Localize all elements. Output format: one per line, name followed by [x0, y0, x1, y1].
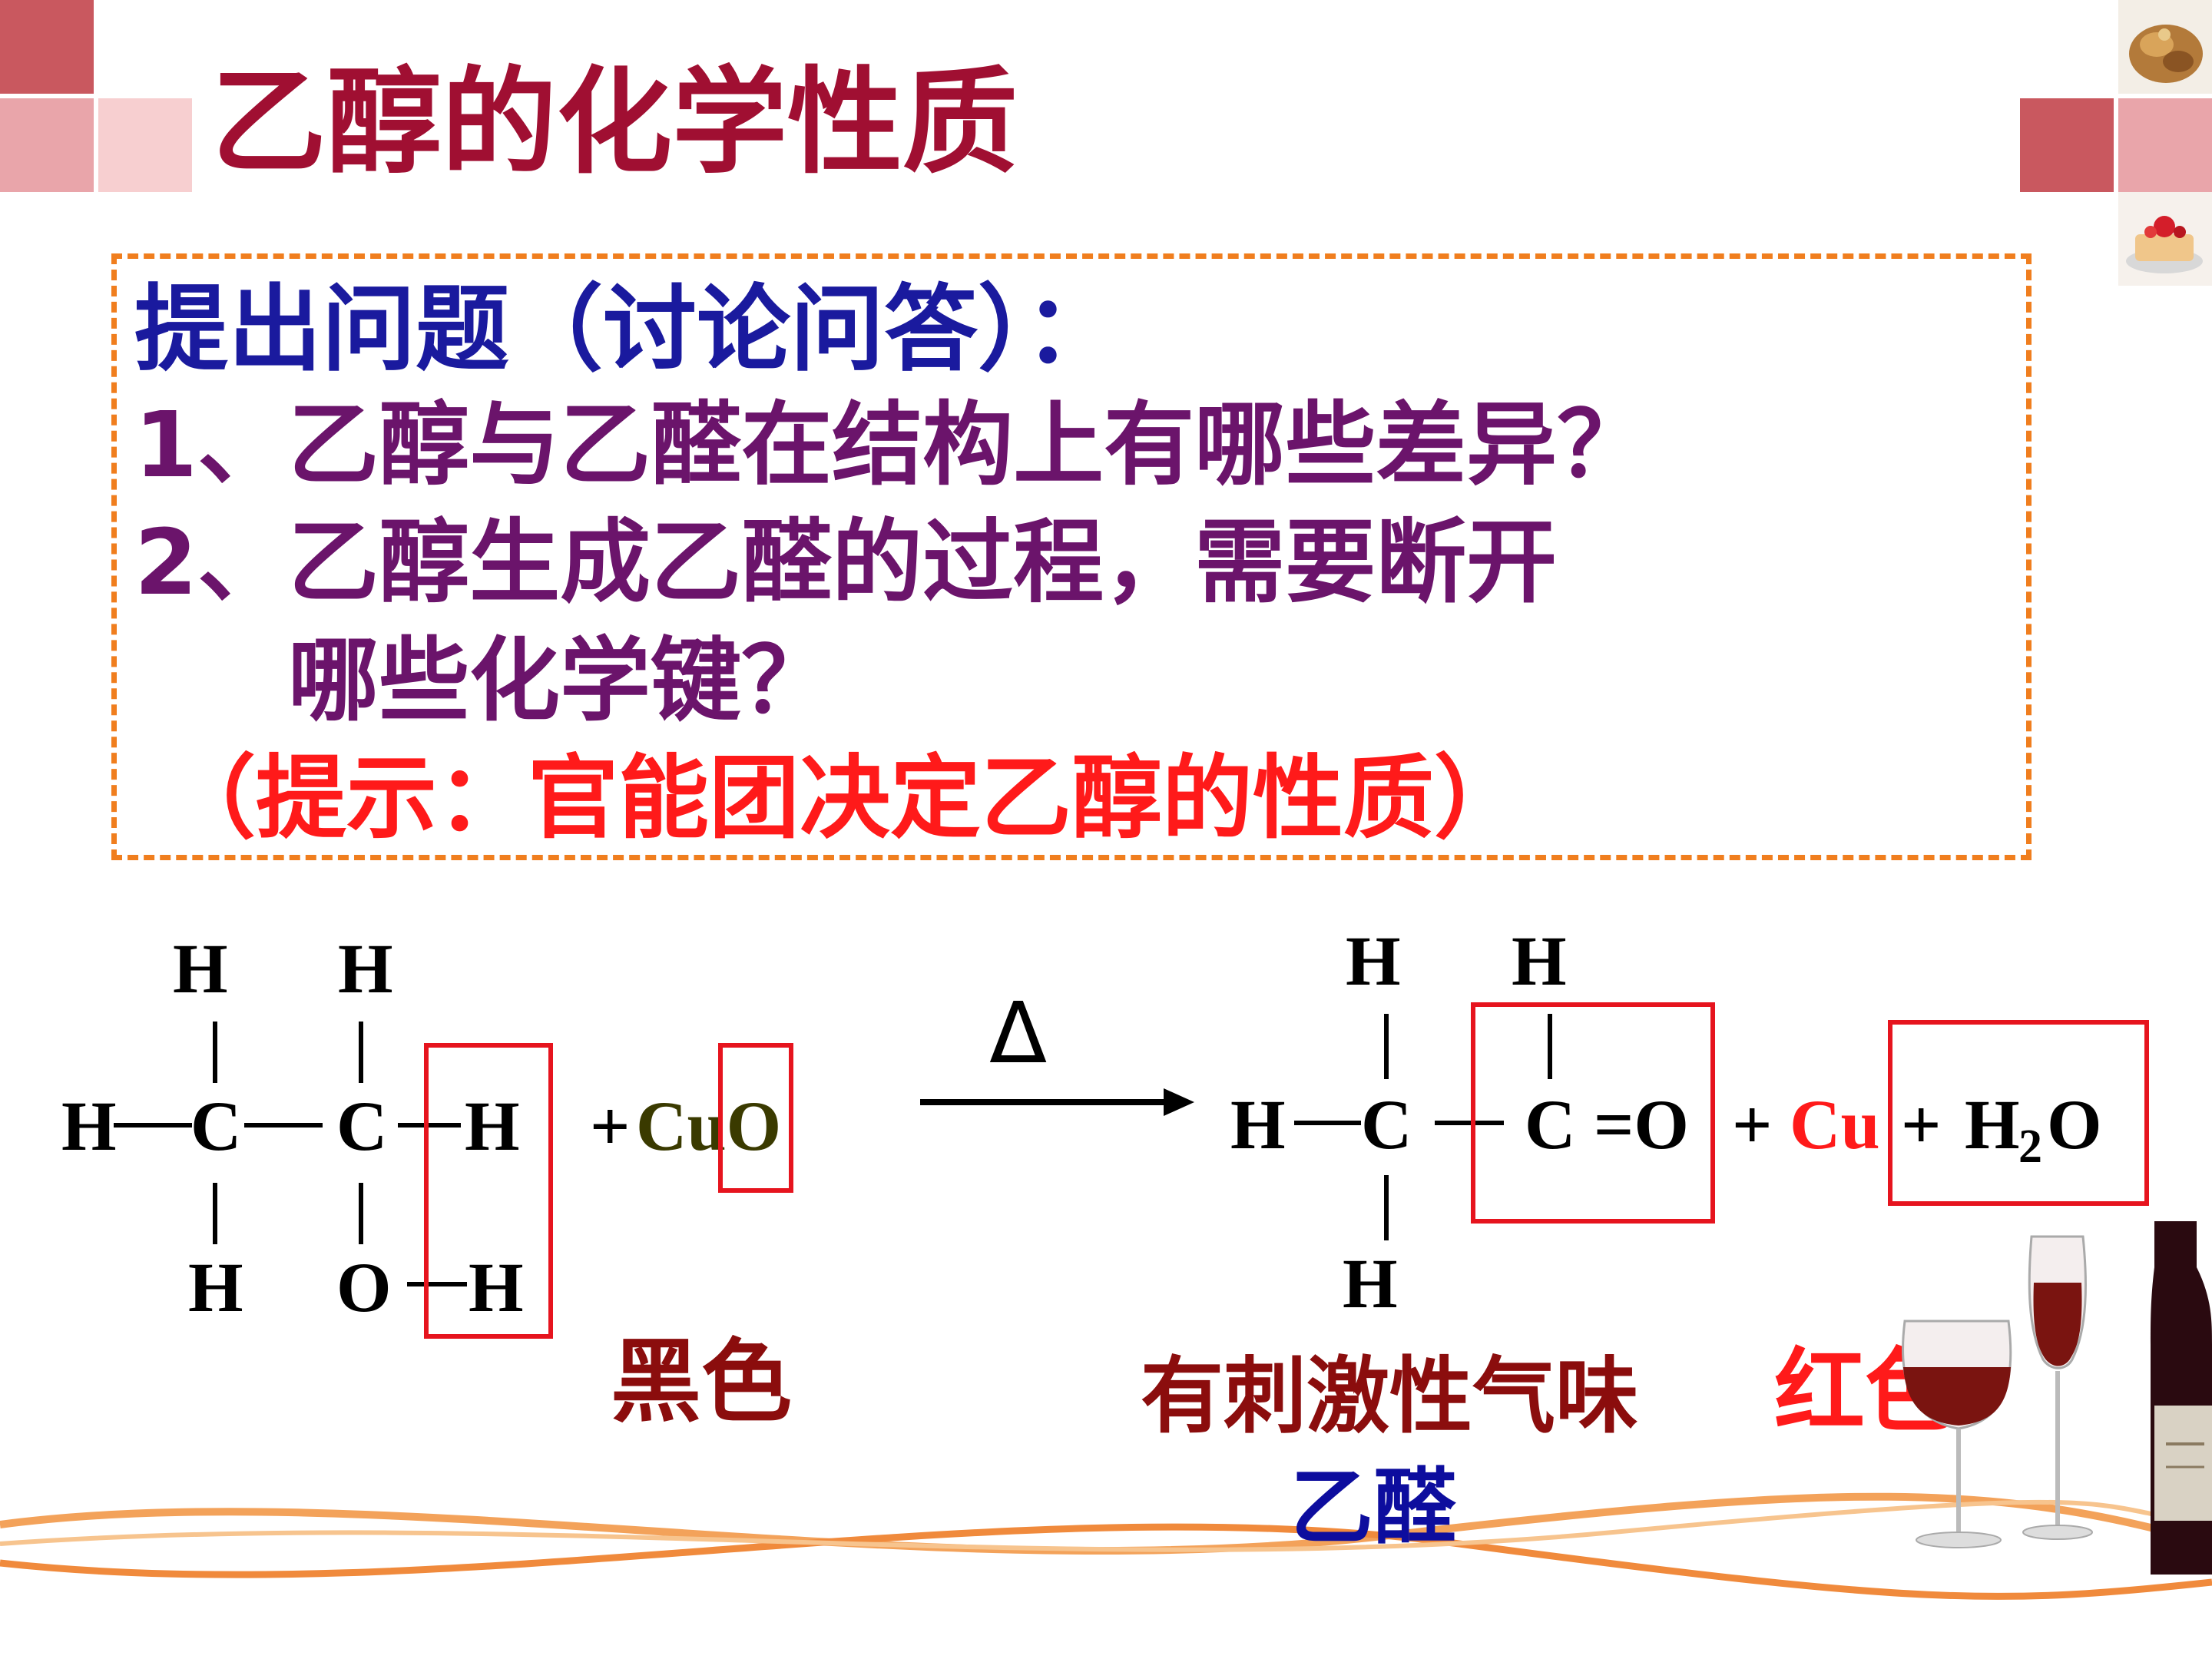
acetaldehyde-h-top-2: H	[1512, 922, 1567, 1000]
ethanol-h-left: H	[61, 1087, 117, 1165]
ethanol-h-top-2: H	[338, 929, 393, 1008]
acetaldehyde-c-1: C	[1361, 1085, 1412, 1164]
water-h: H	[1965, 1085, 2020, 1164]
corner-square-1	[0, 0, 94, 94]
label-pungent-odor: 有刺激性气味	[1141, 1349, 1639, 1445]
question-box	[111, 253, 2032, 860]
question-1: 1、乙醇与乙醛在结构上有哪些差异？	[134, 392, 1648, 498]
cu-formula: Cu	[1790, 1085, 1880, 1164]
wave-decoration	[0, 1499, 2212, 1552]
acetaldehyde-h-top-1: H	[1346, 922, 1401, 1000]
question-2-continued: 哪些化学键？	[288, 628, 833, 733]
ethanol-h-top-1: H	[173, 929, 228, 1008]
question-heading: 提出问题（讨论问答）：	[134, 275, 1118, 384]
wave-decoration	[0, 1492, 2212, 1555]
corner-square-5	[2118, 98, 2212, 192]
ethanol-c-1: C	[190, 1087, 242, 1165]
wine-glasses-image	[1902, 1221, 2212, 1575]
water-subscript: 2	[2018, 1121, 2042, 1173]
ethanol-c-2: C	[336, 1087, 388, 1165]
label-acetaldehyde: 乙醛	[1290, 1460, 1457, 1556]
water-highlight-box	[1888, 1020, 2149, 1206]
hint-text: （提示：官能团决定乙醇的性质）	[165, 745, 1525, 851]
aldehyde-highlight-box	[1471, 1002, 1715, 1224]
ethanol-highlight-box	[424, 1043, 553, 1339]
corner-square-3	[98, 98, 192, 192]
reaction-arrow-head	[1164, 1088, 1194, 1116]
corner-square-2	[0, 98, 94, 192]
cuo-formula: CuO	[636, 1087, 782, 1165]
corner-square-4	[2020, 98, 2114, 192]
question-2: 2、乙醇生成乙醛的过程，需要断开	[134, 509, 1558, 615]
heat-symbol: Δ	[989, 984, 1048, 1082]
acetaldehyde-c-2: C	[1525, 1085, 1576, 1164]
acetaldehyde-eq-o: =O	[1594, 1085, 1689, 1164]
cake-image	[2118, 192, 2212, 286]
ethanol-h-right: H	[465, 1087, 520, 1165]
ethanol-o: O	[336, 1248, 392, 1326]
page-title: 乙醇的化学性质	[211, 56, 1018, 190]
plus-sign: +	[590, 1087, 631, 1165]
ethanol-h-bottom: H	[188, 1248, 243, 1326]
wave-decoration	[0, 1523, 2212, 1600]
plus-sign-3: +	[1901, 1085, 1942, 1164]
ethanol-h-oh: H	[469, 1248, 524, 1326]
label-black: 黑色	[611, 1329, 793, 1435]
cuo-highlight-box	[718, 1043, 793, 1193]
acetaldehyde-h-left: H	[1230, 1085, 1286, 1164]
acetaldehyde-h-bottom: H	[1343, 1244, 1398, 1323]
plus-sign-2: +	[1732, 1085, 1773, 1164]
water-o: O	[2047, 1085, 2102, 1164]
pastry-image	[2118, 0, 2212, 94]
